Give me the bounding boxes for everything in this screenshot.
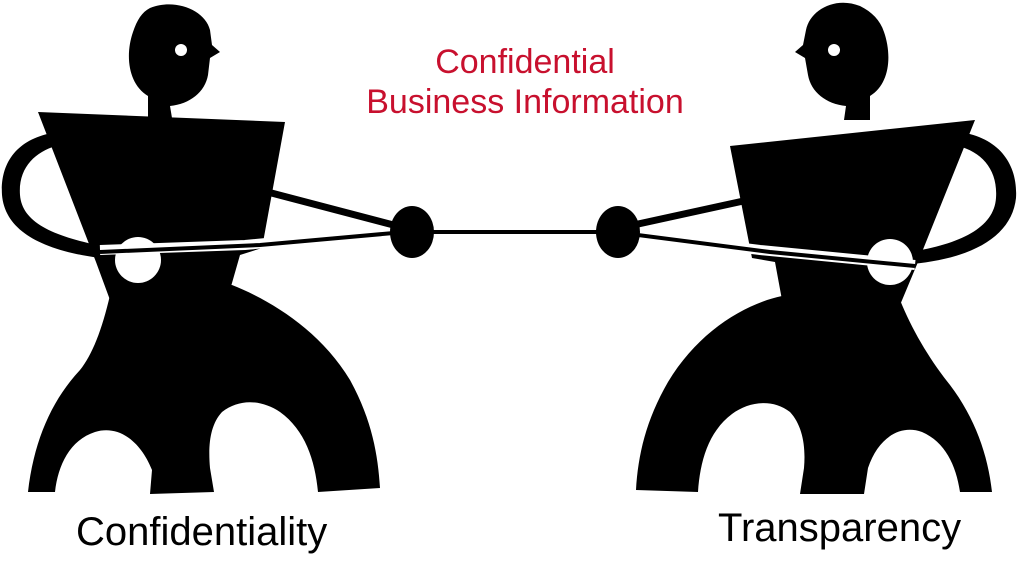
caption-line-1: Confidential: [435, 43, 615, 81]
left-rope-knot: [390, 206, 434, 258]
left-figure: [1, 4, 380, 494]
left-figure-head: [128, 4, 220, 119]
right-figure: [636, 2, 1017, 494]
left-figure-torso: [38, 112, 285, 300]
right-figure-arm-loop: [910, 132, 1017, 264]
rope-right: [614, 196, 916, 270]
right-figure-eye: [828, 44, 840, 56]
label-transparency: Transparency: [718, 506, 962, 550]
right-rope-knot: [596, 206, 640, 258]
left-figure-arm-loop: [1, 133, 102, 258]
rope-left: [99, 186, 406, 255]
right-figure-legs: [636, 296, 992, 494]
right-figure-torso: [730, 120, 975, 305]
label-confidentiality: Confidentiality: [76, 510, 328, 554]
left-figure-eye: [175, 44, 187, 56]
left-figure-legs: [28, 285, 380, 494]
caption-line-2: Business Information: [366, 83, 684, 121]
center-caption: Confidential Business Information: [315, 42, 735, 122]
right-figure-head: [795, 2, 889, 120]
